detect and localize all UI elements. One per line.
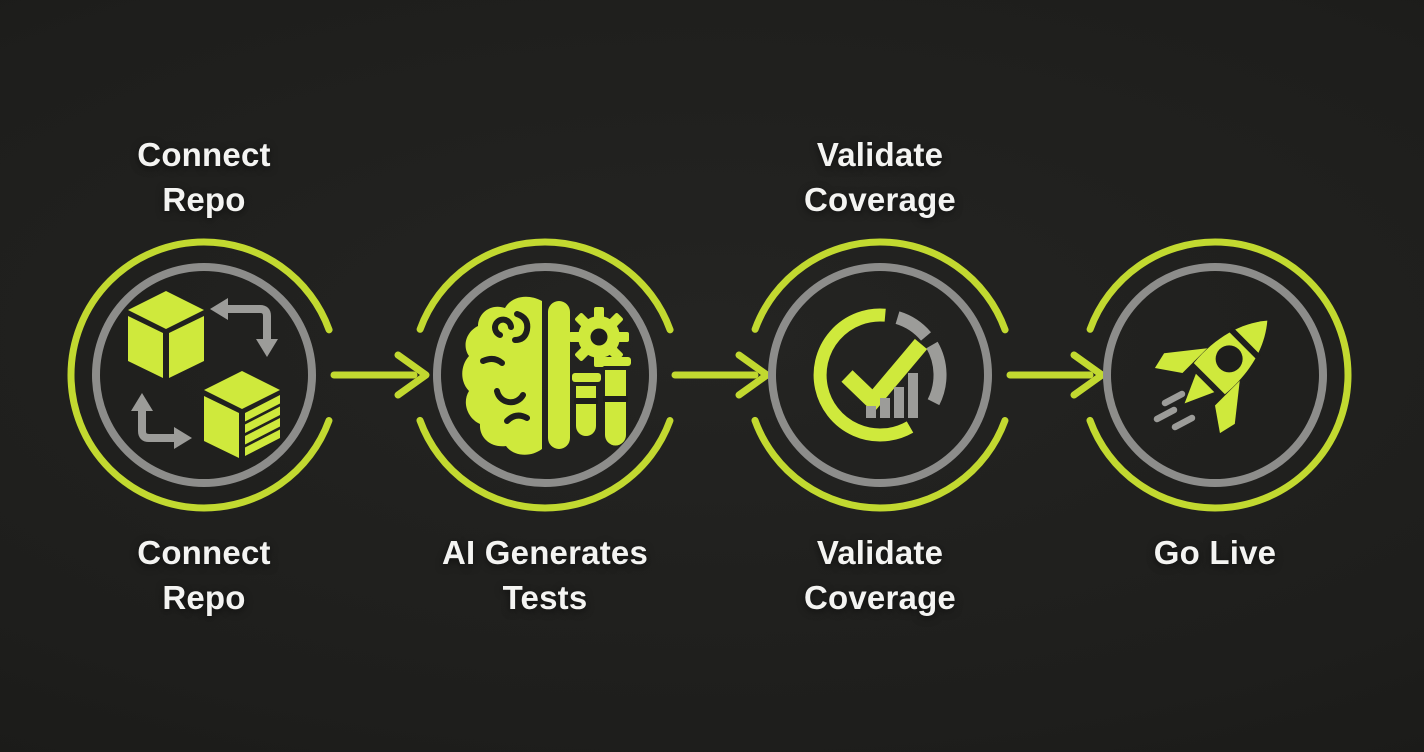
step-top-label: Connect Repo: [44, 132, 364, 222]
bar-chart-icon: [866, 373, 918, 418]
label-line: Connect: [137, 534, 271, 571]
step-bottom-label: Validate Coverage: [720, 530, 1040, 620]
label-line: Validate: [816, 136, 944, 173]
step-top-label: Validate Coverage: [720, 132, 1040, 222]
inner-ring: [92, 263, 316, 487]
flow-arrow-icon: [1006, 351, 1106, 399]
label-line: Validate: [816, 534, 944, 571]
outer-ring: [1078, 238, 1352, 512]
inner-ring: [768, 263, 992, 487]
flow-arrow-icon: [330, 351, 430, 399]
speed-lines-icon: [1153, 390, 1196, 431]
inner-ring: [1103, 263, 1327, 487]
label-line: Repo: [162, 579, 246, 616]
rocket-window: [1215, 345, 1243, 373]
outer-ring: [408, 238, 682, 512]
label-line: Coverage: [803, 579, 956, 616]
label-line: AI Generates: [442, 534, 648, 571]
rocket-icon: [1153, 320, 1268, 434]
label-line: Repo: [162, 181, 246, 218]
step-circle: [67, 238, 341, 512]
test-tube-icon: [572, 357, 631, 446]
outer-ring: [743, 238, 1017, 512]
outer-ring: [67, 238, 341, 512]
brain-gear-testtube-icon: [462, 296, 631, 455]
step-bottom-label: Connect Repo: [44, 530, 364, 620]
label-line: Connect: [137, 136, 271, 173]
cubes-sync-icon: [128, 291, 280, 458]
step-circle: [408, 238, 682, 512]
inner-ring: [433, 263, 657, 487]
label-line: Coverage: [803, 181, 956, 218]
checkmark-coverage-bars-icon: [813, 308, 947, 442]
label-line: Tests: [502, 579, 588, 616]
step-bottom-label: Go Live: [1055, 530, 1375, 575]
step-circle: [1078, 238, 1352, 512]
label-line: Go Live: [1153, 534, 1277, 571]
step-circle: [743, 238, 1017, 512]
flow-arrow-icon: [671, 351, 771, 399]
gear-icon: [569, 307, 629, 367]
step-bottom-label: AI Generates Tests: [385, 530, 705, 620]
